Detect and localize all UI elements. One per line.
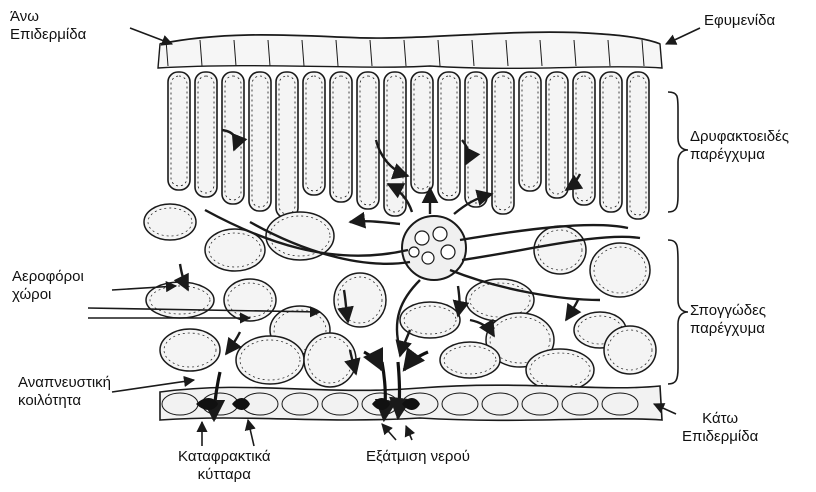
spongy-cell bbox=[334, 273, 386, 327]
spongy-cell bbox=[236, 336, 304, 384]
spongy-cell bbox=[160, 329, 220, 371]
spongy-bracket bbox=[668, 240, 688, 384]
label-spongy-parenchyma: Σπογγώδες παρέγχυμα bbox=[690, 302, 766, 338]
label-air-spaces: Αεροφόροι χώροι bbox=[12, 268, 84, 304]
spongy-cell bbox=[590, 243, 650, 297]
label-lower-epidermis: Κάτω Επιδερμίδα bbox=[682, 410, 758, 446]
palisade-bracket bbox=[668, 92, 688, 212]
label-respiratory-cavity: Αναπνευστική κοιλότητα bbox=[18, 374, 111, 410]
spongy-cell bbox=[526, 349, 594, 391]
label-transpiration: Εξάτμιση νερού bbox=[366, 448, 470, 466]
upper-epidermis-layer bbox=[158, 32, 662, 68]
spongy-cell bbox=[440, 342, 500, 378]
label-guard-cells: Καταφρακτικά κύτταρα bbox=[178, 448, 271, 484]
spongy-cell bbox=[224, 279, 276, 321]
spongy-cell bbox=[144, 204, 196, 240]
label-palisade-parenchyma: Δρυφακτοειδές παρέγχυμα bbox=[690, 128, 789, 164]
spongy-cells bbox=[144, 204, 656, 391]
palisade-cell bbox=[438, 72, 460, 200]
spongy-cell bbox=[534, 226, 586, 274]
spongy-cell bbox=[304, 333, 356, 387]
palisade-cells bbox=[168, 72, 649, 219]
label-upper-epidermis: Άνω Επιδερμίδα bbox=[10, 8, 86, 44]
spongy-cell bbox=[604, 326, 656, 374]
vascular-bundle bbox=[402, 216, 466, 280]
label-cuticle: Εφυμενίδα bbox=[704, 12, 775, 30]
